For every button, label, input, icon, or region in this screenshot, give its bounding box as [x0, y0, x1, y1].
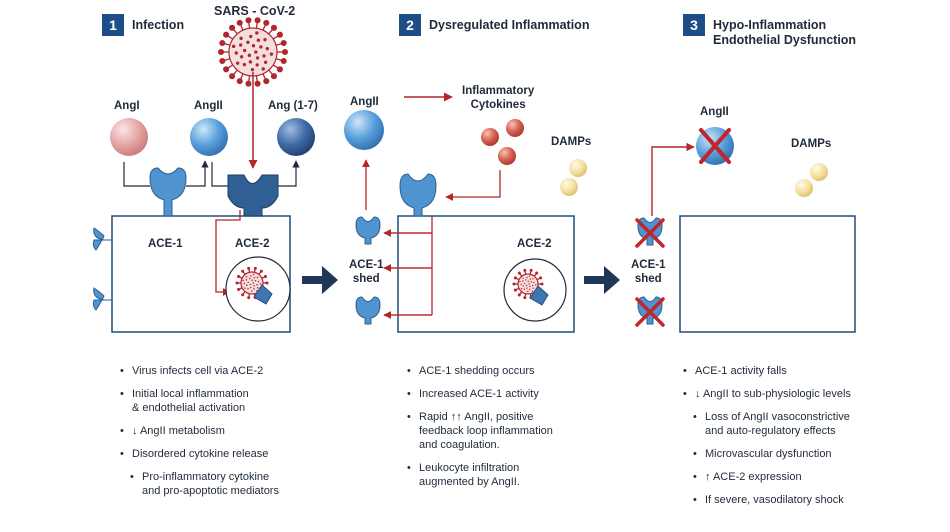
panel-transition-arrow-2 — [584, 266, 620, 294]
bullet-item: Virus infects cell via ACE-2 — [120, 364, 360, 378]
damp-1 — [569, 159, 587, 177]
ace1-side-receptor-top — [92, 227, 112, 251]
panel-2-bullets: ACE-1 shedding occurs Increased ACE-1 ac… — [407, 364, 637, 498]
bullet-subitem: Pro-inflammatory cytokine and pro-apopto… — [130, 470, 360, 498]
damp-3 — [810, 163, 828, 181]
shed-receptor-3-bottom — [635, 296, 665, 327]
ace2-to-ang17-arrow — [278, 160, 300, 187]
cytokines-label: Inflammatory Cytokines — [462, 85, 535, 111]
ace2-receptor — [227, 174, 279, 217]
angII-to-ace2-line — [211, 162, 228, 187]
angI-label: AngI — [114, 100, 140, 112]
bullet-item: Rapid ↑↑ AngII, positive feedback loop i… — [407, 410, 637, 452]
bullet-subitem: If severe, vasodilatory shock — [693, 493, 923, 507]
ace1-to-angII-arrow — [186, 160, 209, 187]
angII-label-2: AngII — [350, 96, 379, 108]
panel3-angII-arrow — [651, 142, 695, 216]
shed-receptor-top — [355, 216, 381, 245]
shed-receptor-bottom — [355, 296, 381, 325]
cell-panel-3 — [679, 215, 856, 333]
panel-3-number: 3 — [683, 14, 705, 36]
ace1-receptor — [149, 167, 187, 217]
panel-3-bullets: ACE-1 activity falls ↓ AngII to sub-phys… — [683, 364, 923, 516]
ace1-label: ACE-1 — [148, 238, 183, 250]
damps-label-3: DAMPs — [791, 138, 832, 150]
bullet-item: ↓ AngII to sub-physiologic levels — [683, 387, 923, 401]
ace2-label-2: ACE-2 — [517, 238, 552, 250]
angII-label: AngII — [194, 100, 223, 112]
angI-to-ace1-line — [123, 162, 150, 187]
bullet-subitem: ↑ ACE-2 expression — [693, 470, 923, 484]
panel-transition-arrow-1 — [302, 266, 338, 294]
angII-molecule — [190, 118, 228, 156]
panel-1-title: Infection — [132, 18, 185, 32]
bullet-item: Disordered cytokine release — [120, 447, 360, 461]
panel-3-title: Hypo-Inflammation Endothelial Dysfunctio… — [713, 18, 857, 47]
damps-label-2: DAMPs — [551, 136, 592, 148]
ace2-internalized-2 — [529, 285, 549, 306]
panel-2-title: Dysregulated Inflammation — [429, 18, 590, 32]
cytokine-2 — [506, 119, 524, 137]
ang17-molecule — [277, 118, 315, 156]
shed-receptor-3-top — [635, 217, 665, 248]
angII-depleted-x — [699, 128, 731, 164]
cytokine-1 — [481, 128, 499, 146]
panel-1-bullets: Virus infects cell via ACE-2 Initial loc… — [120, 364, 360, 507]
panel-2-number: 2 — [399, 14, 421, 36]
cytokine-3 — [498, 147, 516, 165]
cytokine-feedback-arrow — [445, 170, 501, 201]
ace1-shed-label-3: ACE-1 shed — [631, 259, 666, 285]
ace2-internalized-1 — [253, 284, 273, 305]
damp-4 — [795, 179, 813, 197]
angII-molecule-2 — [344, 110, 384, 150]
virus-label: SARS - CoV-2 — [214, 4, 296, 18]
panel-1-number: 1 — [102, 14, 124, 36]
ace2-label: ACE-2 — [235, 238, 270, 250]
damp-2 — [560, 178, 578, 196]
ace1-shed-label-2: ACE-1 shed — [349, 259, 384, 285]
internalized-virus-2 — [512, 268, 544, 300]
bullet-item: ACE-1 activity falls — [683, 364, 923, 378]
ace1-receptor-2 — [399, 173, 437, 217]
bullet-item: Increased ACE-1 activity — [407, 387, 637, 401]
bullet-subitem: Loss of AngII vasoconstrictive and auto-… — [693, 410, 923, 438]
angI-molecule — [110, 118, 148, 156]
sars-cov-2-virus — [217, 17, 289, 87]
virus-internalization-arrow — [215, 210, 241, 296]
bullet-item: ACE-1 shedding occurs — [407, 364, 637, 378]
bullet-item: Initial local inflammation & endothelial… — [120, 387, 360, 415]
bullet-item: ↓ AngII metabolism — [120, 424, 360, 438]
angII-label-3: AngII — [700, 106, 729, 118]
ang17-label: Ang (1-7) — [268, 100, 318, 112]
bullet-subitem: Microvascular dysfunction — [693, 447, 923, 461]
bullet-item: Leukocyte infiltration augmented by AngI… — [407, 461, 637, 489]
ace1-side-receptor-bottom — [92, 287, 112, 311]
